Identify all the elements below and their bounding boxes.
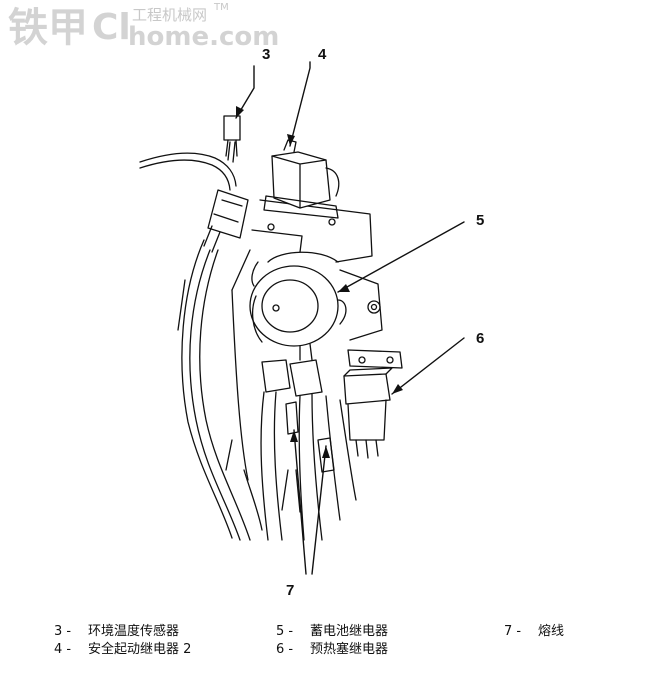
leader-arrows	[235, 61, 465, 575]
arrowhead-3	[236, 106, 244, 118]
fuse-holders	[261, 359, 335, 473]
arrowhead-4	[287, 134, 295, 146]
leader-3	[235, 65, 255, 119]
watermark-fragment-text: Cl	[92, 7, 131, 48]
battery-relay	[249, 251, 347, 361]
arrowhead-7b	[322, 446, 330, 458]
callout-4: 4	[318, 46, 327, 63]
harness-top-wire	[139, 141, 237, 191]
legend-text: 安全起动继电器 2	[88, 642, 192, 657]
callout-5: 5	[476, 212, 485, 229]
legend-text: 熔线	[538, 624, 565, 639]
leader-5	[337, 221, 465, 293]
sensor-connector	[203, 189, 249, 253]
legend-number: 6 -	[276, 642, 294, 657]
callout-7: 7	[286, 582, 295, 599]
legend-item-6: 6 - 预热塞继电器	[276, 638, 388, 657]
arrow-heads	[236, 106, 403, 458]
ambient-temp-sensor	[223, 115, 241, 157]
arrowhead-7a	[290, 430, 298, 442]
legend-text: 环境温度传感器	[88, 624, 180, 639]
legend-number: 5 -	[276, 624, 294, 639]
legend-item-5: 5 - 蓄电池继电器	[276, 620, 388, 639]
leader-7a	[293, 429, 307, 575]
legend-number: 7 -	[504, 624, 522, 639]
safety-start-relay	[263, 139, 340, 219]
legend-item-4: 4 - 安全起动继电器 2	[54, 638, 191, 657]
watermark-tm: TM	[214, 2, 229, 13]
legend-item-3: 3 - 环境温度传感器	[54, 620, 179, 639]
legend-item-7: 7 - 熔线	[504, 620, 564, 639]
legend-number: 4 -	[54, 642, 72, 657]
glow-plug-relay	[343, 349, 403, 459]
arrowhead-6	[392, 384, 403, 394]
watermark-site-cn: 工程机械网	[132, 6, 208, 24]
legend-text: 蓄电池继电器	[310, 624, 389, 639]
leader-4	[289, 61, 311, 147]
watermark-main-text: 铁甲	[8, 5, 88, 51]
callout-6: 6	[476, 330, 485, 347]
legend-text: 预热塞继电器	[310, 642, 389, 657]
leader-7b	[311, 445, 327, 575]
lower-harness	[243, 391, 357, 541]
callout-3: 3	[262, 46, 271, 63]
left-harness	[177, 239, 251, 541]
mounting-bracket	[231, 199, 383, 481]
arrowhead-5	[338, 284, 350, 292]
legend-number: 3 -	[54, 624, 72, 639]
leader-6	[391, 337, 465, 395]
watermark-site-en: home.com	[128, 22, 280, 52]
